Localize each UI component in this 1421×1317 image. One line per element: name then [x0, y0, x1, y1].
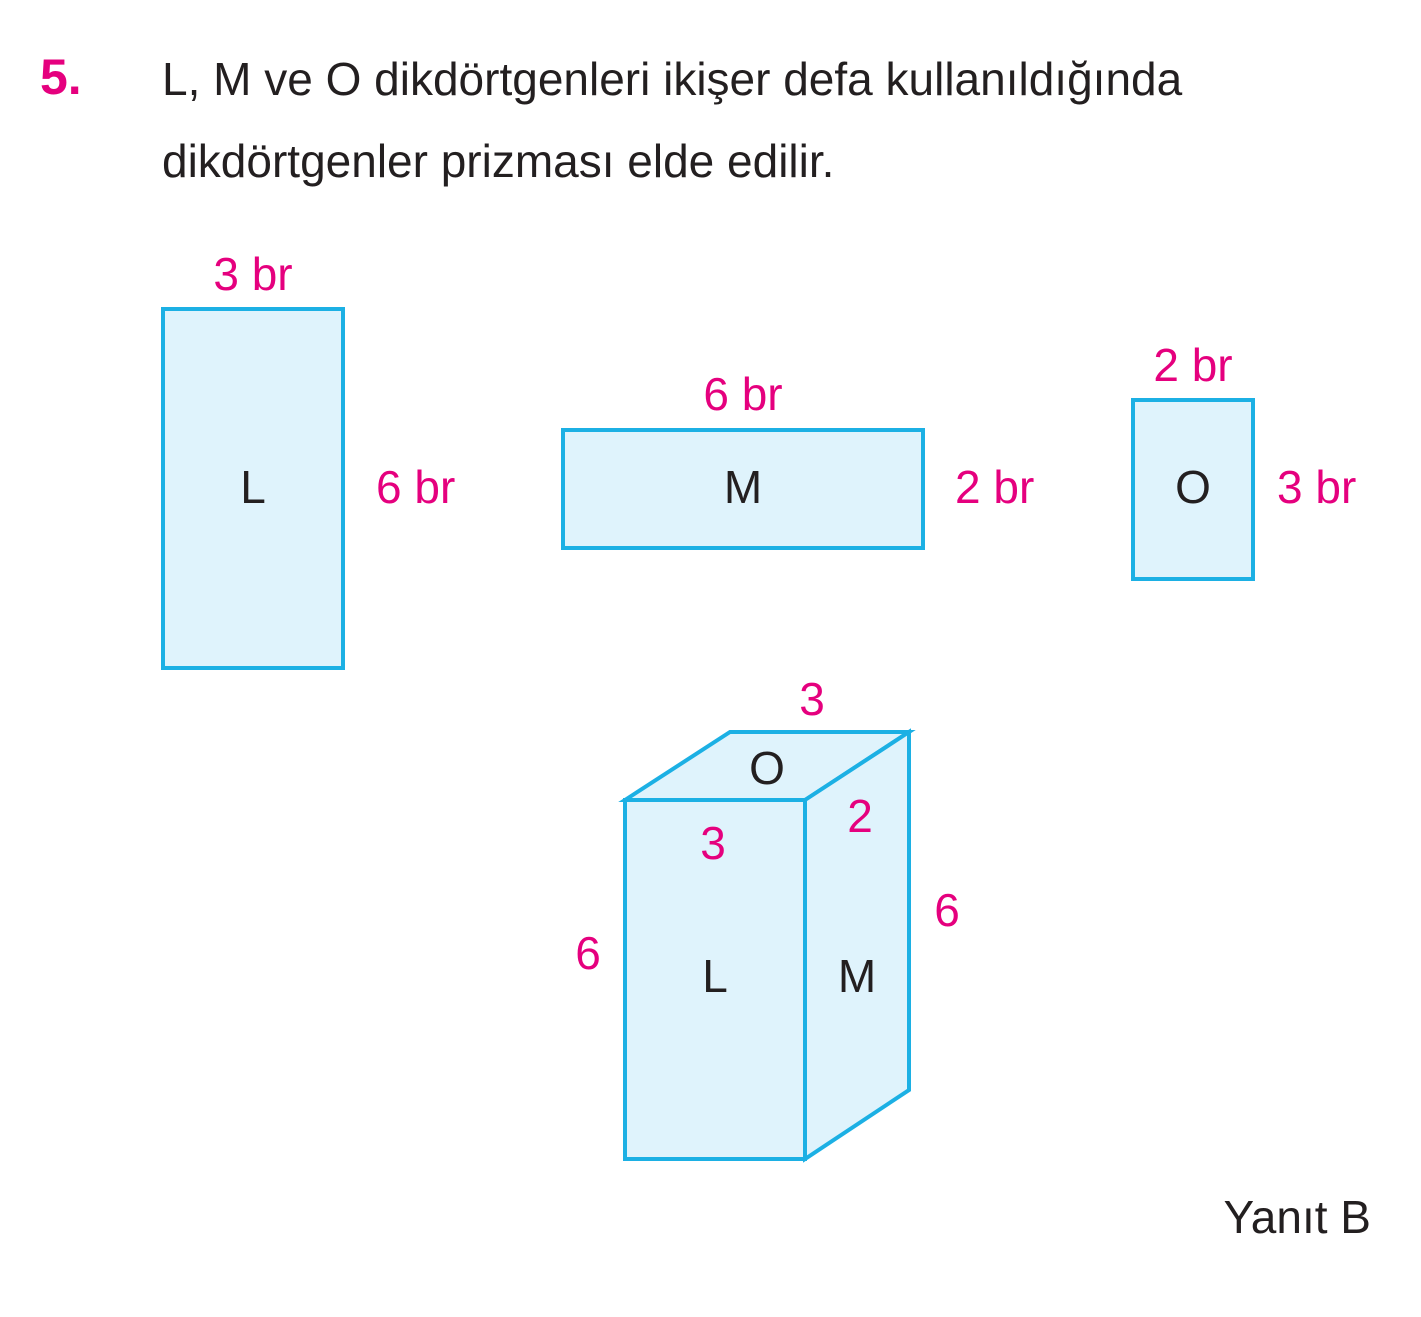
prism-top-side-edge-label: 2	[847, 790, 873, 842]
rectangle-l-label: L	[240, 461, 266, 513]
rectangle-o-width-label: 2 br	[1153, 339, 1232, 391]
question-text-line-1: L, M ve O dikdörtgenleri ikişer defa kul…	[162, 53, 1183, 105]
rectangle-o: O 2 br 3 br	[1131, 339, 1356, 581]
rectangle-o-height-label: 3 br	[1277, 461, 1356, 513]
question-text-line-2: dikdörtgenler prizması elde edilir.	[162, 135, 835, 187]
rectangle-o-label: O	[1175, 461, 1211, 513]
prism-side-height-label: 6	[934, 884, 960, 936]
rectangle-m-shape	[561, 428, 925, 550]
rectangle-m-label: M	[724, 461, 762, 513]
rectangle-l-width-label: 3 br	[213, 248, 292, 300]
prism-front-face-label: L	[702, 950, 728, 1002]
rectangle-m: M 6 br 2 br	[561, 368, 1034, 550]
rectangle-l: L 3 br 6 br	[161, 248, 455, 670]
prism-front-height-label: 6	[575, 927, 601, 979]
prism: O L M 3 2 3 6 6	[575, 673, 960, 1163]
prism-side-face-label: M	[838, 950, 876, 1002]
prism-front-top-edge-label: 3	[700, 817, 726, 869]
rectangle-o-shape	[1131, 398, 1255, 581]
prism-front-face	[623, 798, 807, 1161]
prism-top-back-edge-label: 3	[799, 673, 825, 725]
question-number: 5.	[40, 49, 82, 105]
answer-text: Yanıt B	[1223, 1191, 1371, 1243]
prism-top-face-label: O	[749, 742, 785, 794]
rectangle-m-height-label: 2 br	[955, 461, 1034, 513]
rectangle-m-width-label: 6 br	[703, 368, 782, 420]
rectangle-l-shape	[161, 307, 345, 670]
rectangle-l-height-label: 6 br	[376, 461, 455, 513]
